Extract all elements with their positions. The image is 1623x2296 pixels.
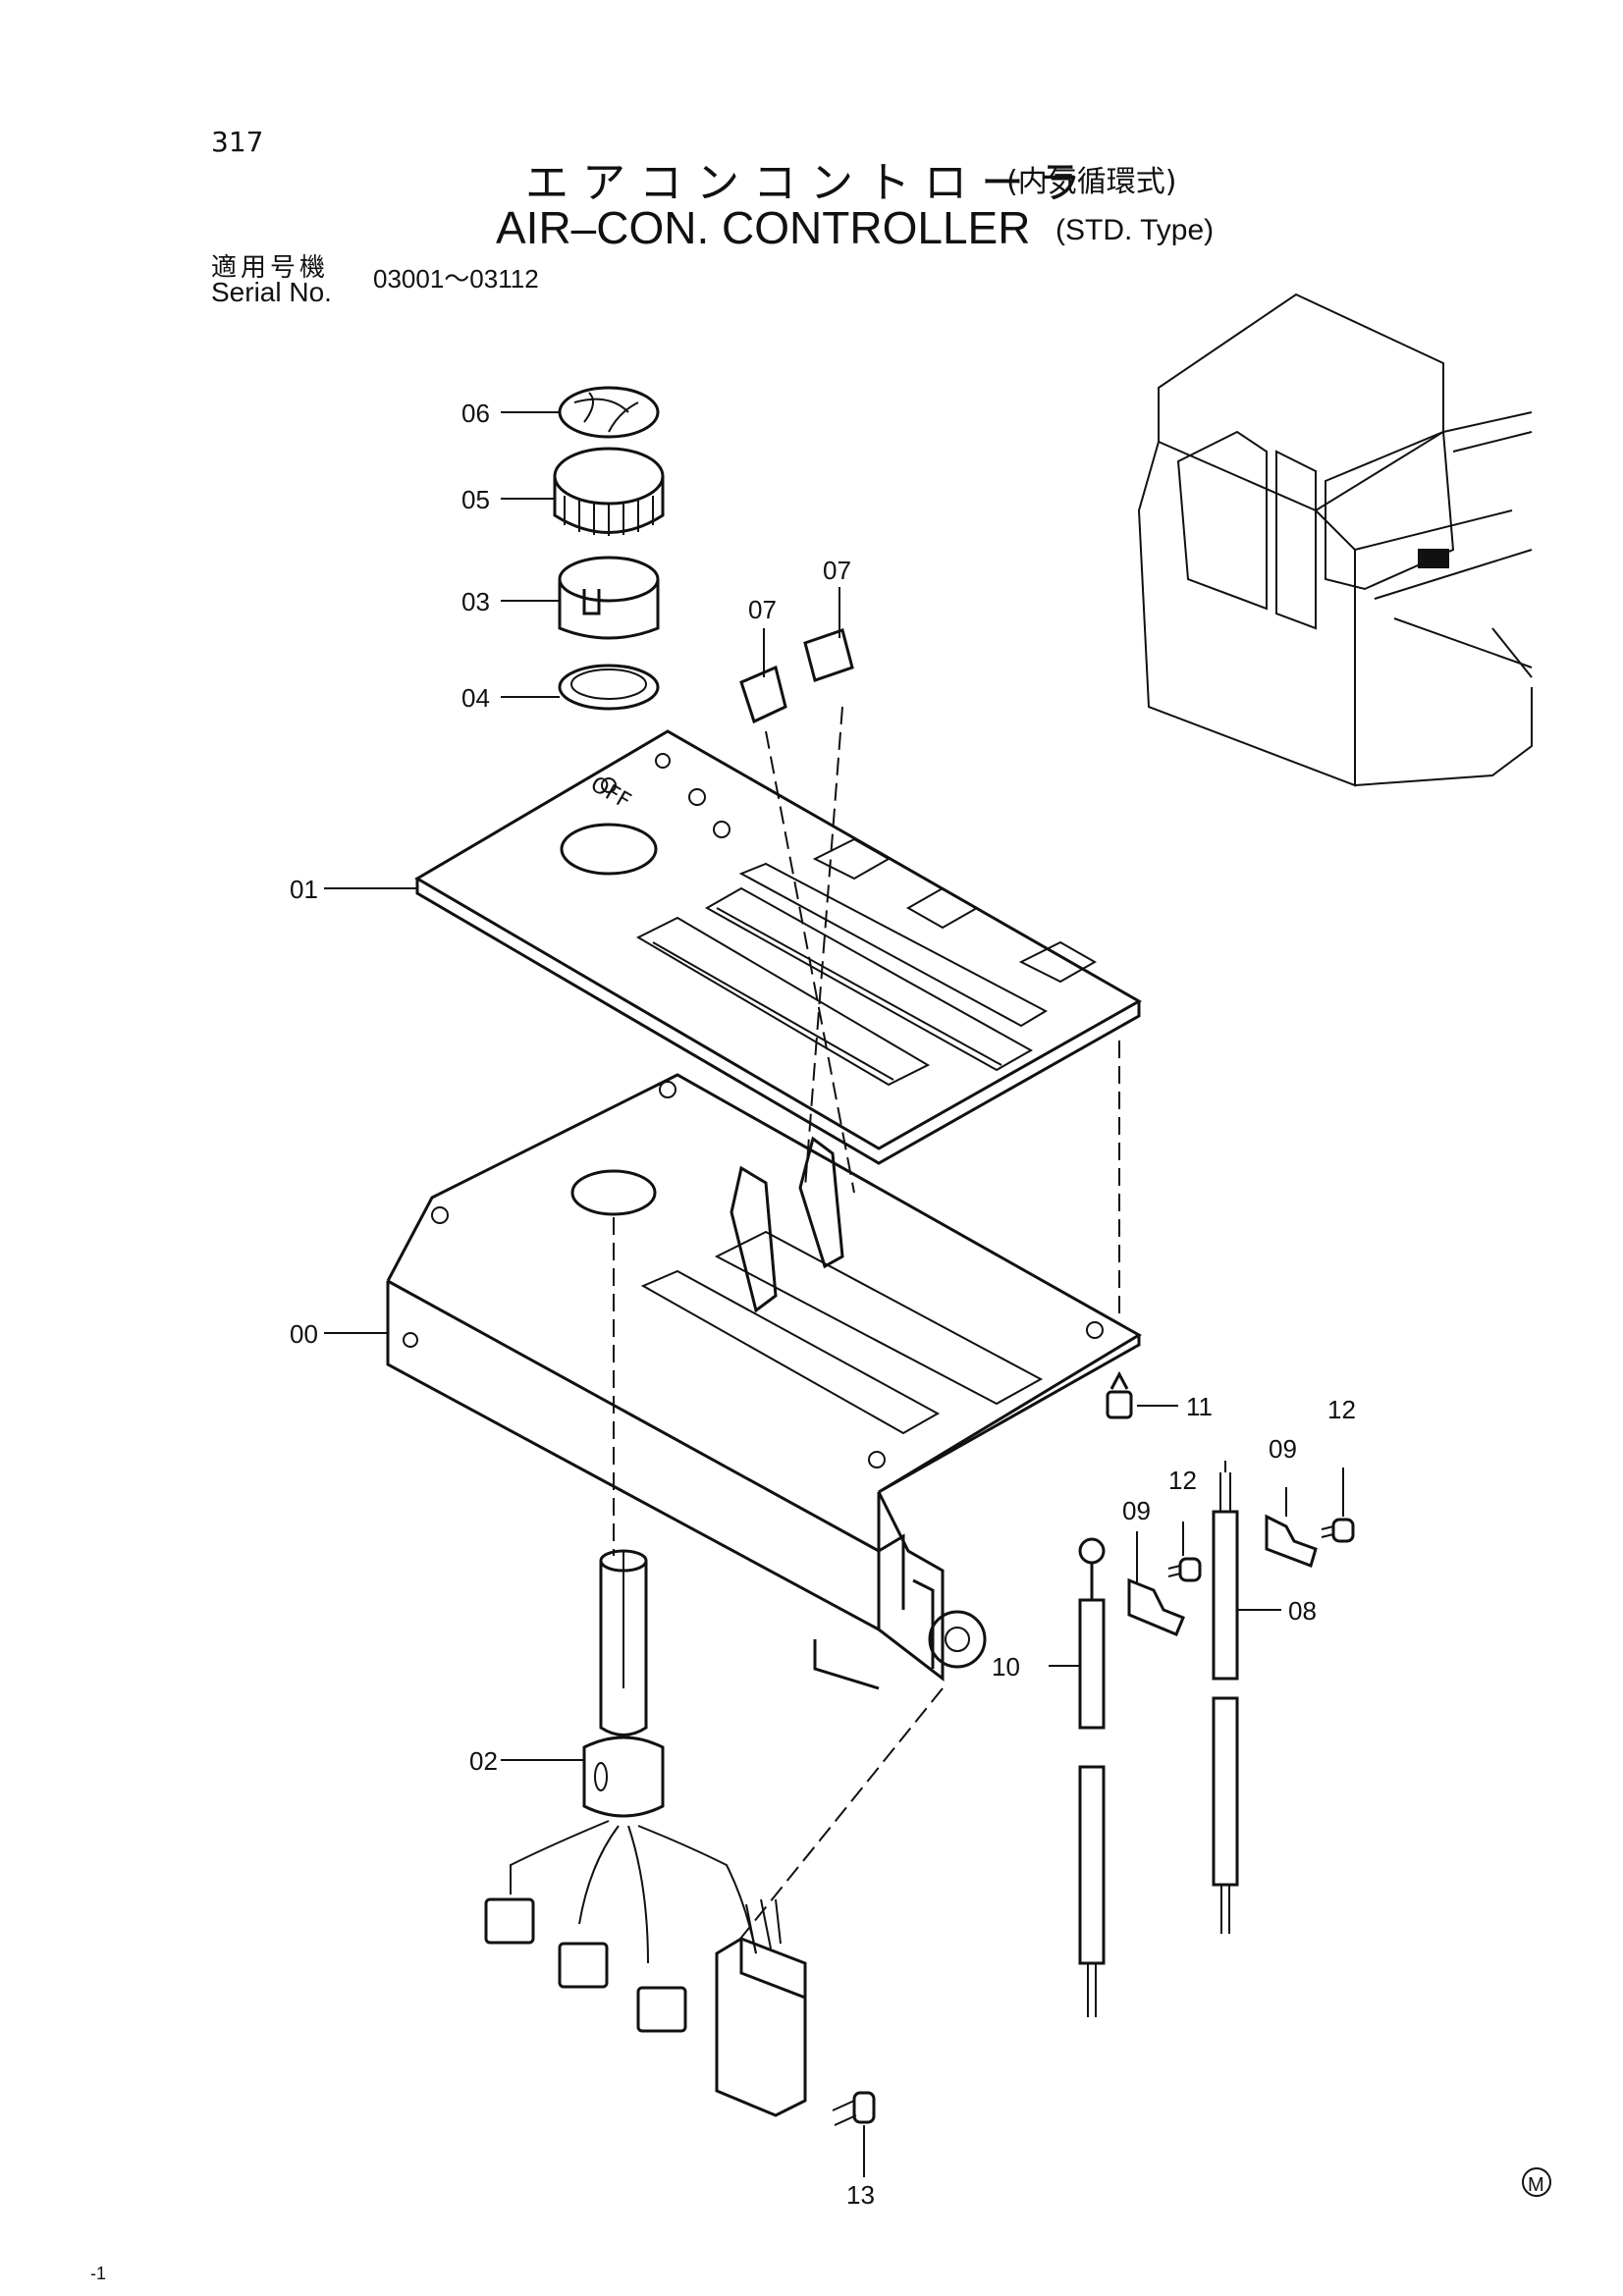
part-04-ring bbox=[558, 664, 660, 711]
corner-mark: -1 bbox=[90, 2264, 106, 2283]
callout-00: 00 bbox=[290, 1319, 318, 1349]
part-10-rod bbox=[1078, 1537, 1106, 2017]
serial-label-japanese: 適用号機 bbox=[211, 253, 330, 283]
callout-09-left: 09 bbox=[1122, 1496, 1151, 1525]
callout-labels: 06 05 03 04 07 07 01 00 11 12 09 12 09 0… bbox=[290, 399, 1356, 2210]
callout-04: 04 bbox=[461, 683, 490, 713]
part-05-knob bbox=[553, 447, 665, 536]
m-mark-text: M bbox=[1528, 2174, 1544, 2196]
panel-off-label: OFF bbox=[586, 773, 634, 815]
callout-10: 10 bbox=[992, 1652, 1020, 1682]
part-06-fan-cap bbox=[558, 386, 660, 439]
part-07-slider-knobs bbox=[739, 628, 854, 724]
callout-07-right: 07 bbox=[823, 556, 851, 585]
callout-05: 05 bbox=[461, 485, 490, 514]
serial-range: 03001～03112 bbox=[373, 264, 539, 294]
title-english: AIR–CON. CONTROLLER bbox=[496, 202, 1031, 253]
connector-block bbox=[715, 1898, 807, 2117]
callout-01: 01 bbox=[290, 875, 318, 904]
part-12-screws bbox=[1167, 1518, 1355, 1582]
leader-lines bbox=[324, 411, 1344, 2177]
callout-06: 06 bbox=[461, 399, 490, 428]
part-00-base-housing bbox=[386, 1073, 1142, 1690]
callout-02: 02 bbox=[469, 1746, 498, 1776]
part-03-sleeve bbox=[558, 556, 660, 640]
callout-09-right: 09 bbox=[1269, 1434, 1297, 1464]
part-08-rod bbox=[1212, 1472, 1239, 1934]
page-number: 317 bbox=[211, 126, 264, 158]
m-mark: M bbox=[1522, 2167, 1551, 2197]
assembly-lines bbox=[613, 706, 1120, 1945]
callout-08: 08 bbox=[1288, 1596, 1317, 1626]
callout-12-right: 12 bbox=[1327, 1395, 1356, 1424]
title-japanese-note: (内気循環式) bbox=[1006, 165, 1177, 199]
part-02-switch bbox=[484, 1549, 757, 2033]
callout-12-left: 12 bbox=[1168, 1466, 1197, 1495]
title-japanese: エアコンコントローラ bbox=[525, 158, 1095, 208]
callout-13: 13 bbox=[846, 2180, 875, 2210]
part-09-clips bbox=[1127, 1514, 1318, 1636]
title-english-note: (STD. Type) bbox=[1055, 214, 1215, 246]
part-13-screw bbox=[832, 2091, 876, 2126]
callout-11: 11 bbox=[1186, 1392, 1213, 1421]
callout-07-left: 07 bbox=[748, 595, 777, 624]
part-11-damper bbox=[1106, 1370, 1133, 1419]
callout-03: 03 bbox=[461, 587, 490, 616]
serial-label-english: Serial No. bbox=[211, 277, 332, 307]
cab-illustration bbox=[1137, 293, 1533, 787]
